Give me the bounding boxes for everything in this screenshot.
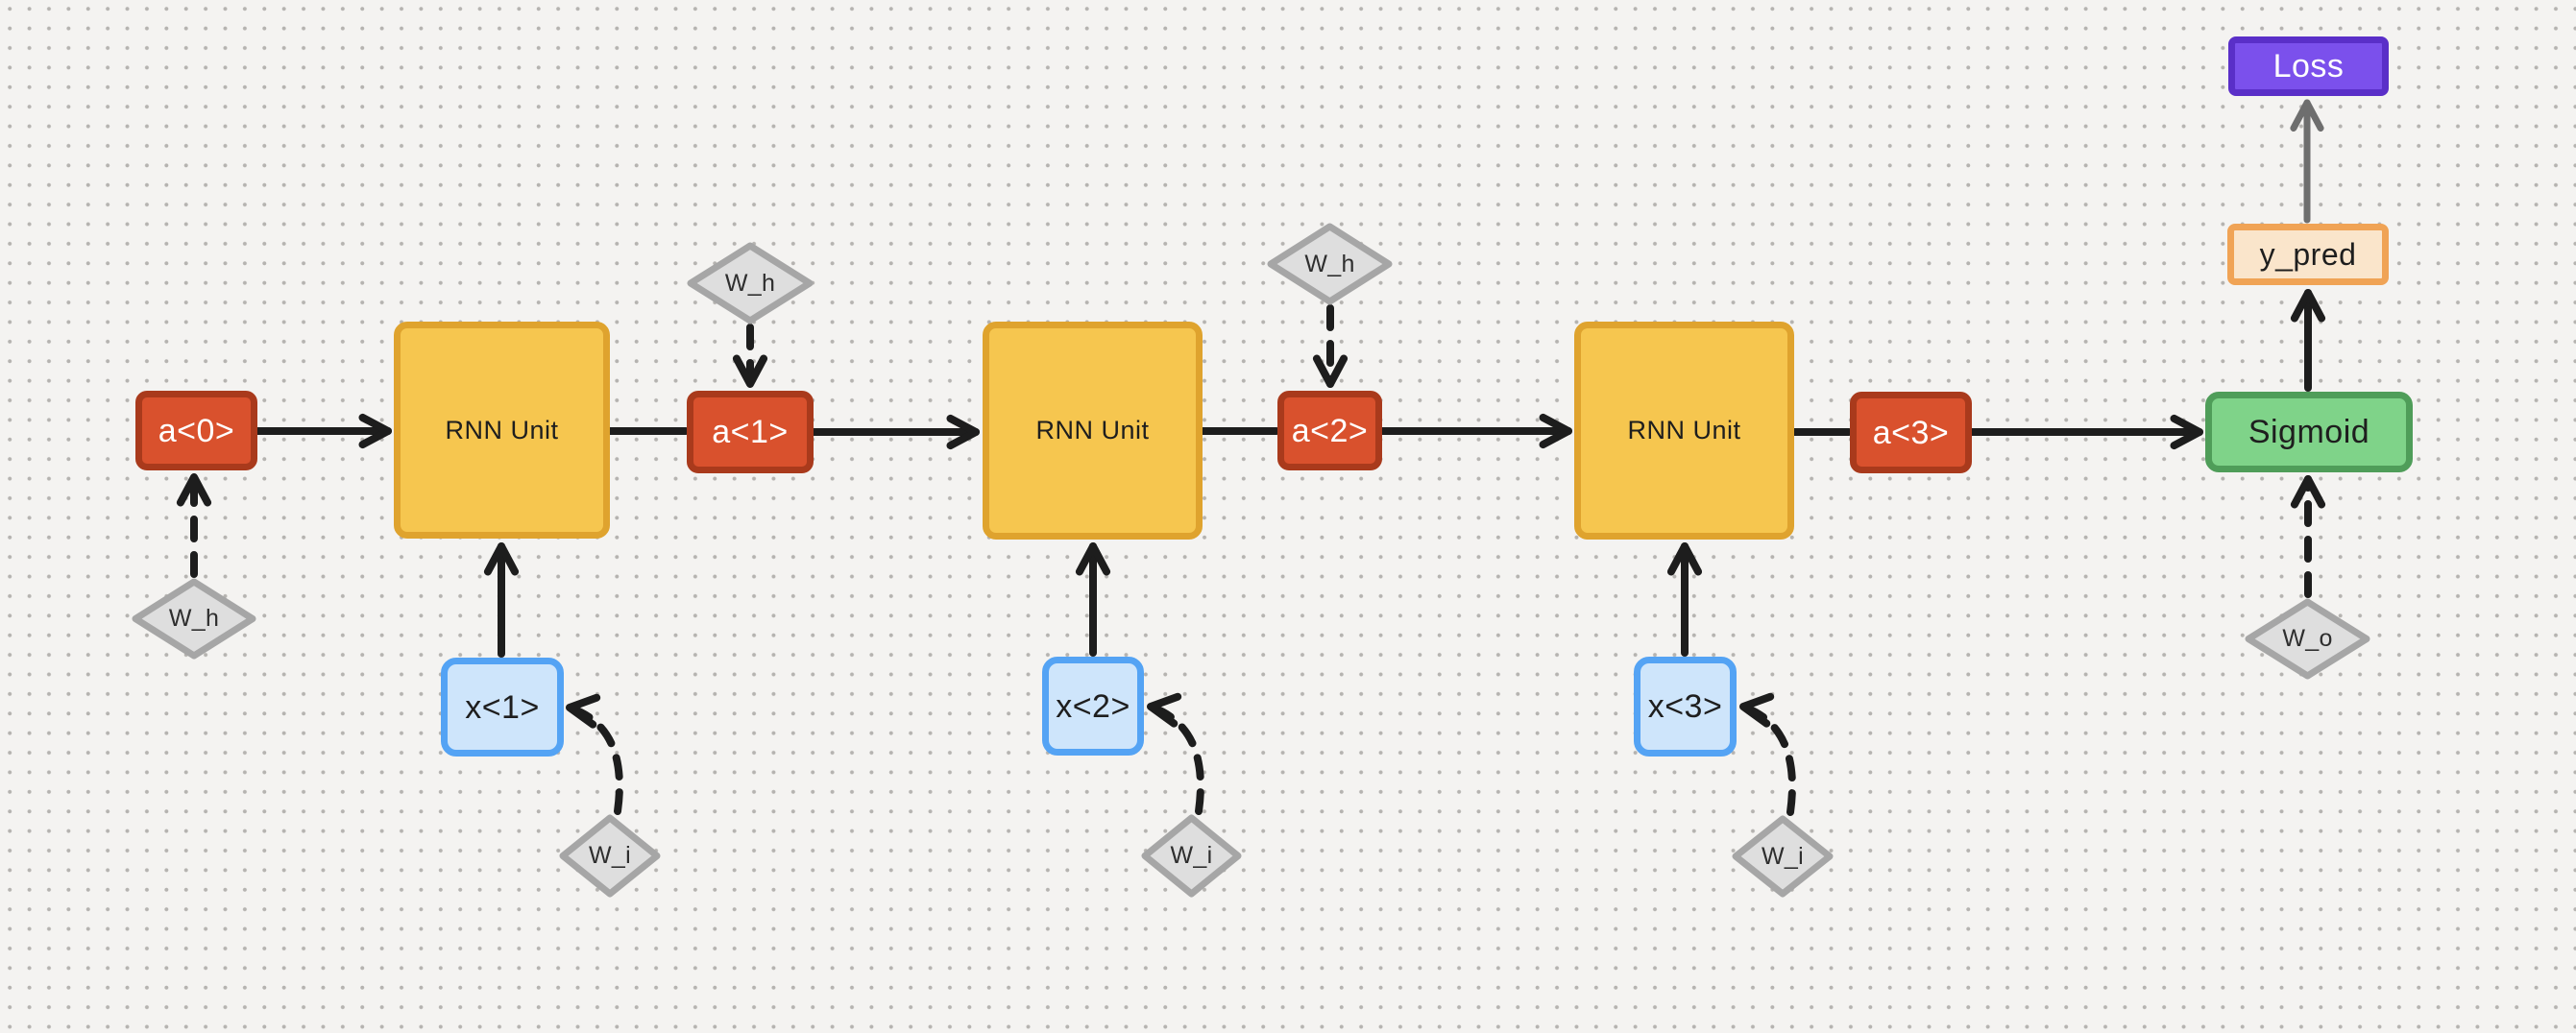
arrowhead-ypred-to-loss (2290, 99, 2324, 132)
node-rnn-unit-2-label: RNN Unit (1035, 416, 1150, 444)
arrowhead-x2-to-rnn2 (1075, 542, 1111, 576)
arrowhead-a1-to-rnn2 (946, 414, 980, 450)
arrowhead-wh2-to-a2 (1312, 354, 1349, 388)
arrowhead-wi3-to-x3 (1739, 692, 1775, 728)
node-weight-wi-2-label: W_i (1170, 842, 1213, 869)
arrowhead-wh1-to-a1 (732, 354, 768, 388)
node-input-x3-label: x<3> (1647, 688, 1723, 725)
node-state-a2[interactable]: a<2> (1277, 391, 1382, 470)
node-weight-wh-0-label: W_h (168, 605, 220, 632)
node-state-a2-label: a<2> (1291, 412, 1369, 449)
node-sigmoid[interactable]: Sigmoid (2205, 392, 2413, 472)
node-weight-wh-2-diamond-shape (1267, 223, 1393, 305)
node-y-pred[interactable]: y_pred (2227, 224, 2389, 285)
node-weight-wi-3[interactable]: W_i (1732, 815, 1834, 898)
node-weight-wi-3-label: W_i (1762, 842, 1804, 870)
node-loss[interactable]: Loss (2228, 36, 2389, 96)
node-y-pred-label: y_pred (2259, 237, 2357, 272)
node-weight-wi-1[interactable]: W_i (559, 814, 661, 898)
edge-wi3-to-x3[interactable] (1739, 703, 1796, 816)
arrowhead-sigmoid-to-ypred (2290, 289, 2326, 323)
node-weight-wo-label: W_o (2282, 625, 2333, 652)
arrowhead-wh0-to-a0 (176, 473, 212, 507)
node-input-x1[interactable]: x<1> (441, 658, 564, 757)
node-sigmoid-label: Sigmoid (2248, 414, 2370, 450)
node-weight-wh-2-label: W_h (1304, 250, 1355, 277)
node-weight-wi-2-diamond-shape (1141, 814, 1242, 898)
node-rnn-unit-3[interactable]: RNN Unit (1574, 322, 1794, 540)
node-rnn-unit-2[interactable]: RNN Unit (983, 322, 1203, 540)
node-state-a1-label: a<1> (712, 414, 789, 450)
node-rnn-unit-1-label: RNN Unit (445, 415, 559, 444)
arrowhead-wi1-to-x1 (566, 693, 601, 729)
node-rnn-unit-1[interactable]: RNN Unit (394, 322, 610, 539)
node-input-x2[interactable]: x<2> (1042, 657, 1144, 756)
node-weight-wh-0-diamond-shape (132, 578, 256, 660)
node-weight-wh-0[interactable]: W_h (132, 578, 256, 660)
node-input-x1-label: x<1> (465, 688, 540, 726)
node-state-a0-label: a<0> (158, 412, 235, 449)
node-weight-wh-2[interactable]: W_h (1267, 223, 1393, 305)
node-input-x3[interactable]: x<3> (1634, 657, 1737, 757)
arrowhead-a0-to-rnn1 (358, 413, 392, 449)
arrowhead-wi2-to-x2 (1147, 692, 1182, 728)
node-weight-wh-1-diamond-shape (687, 242, 814, 324)
arrowhead-x3-to-rnn3 (1666, 542, 1703, 576)
node-weight-wi-1-diamond-shape (559, 814, 661, 898)
node-weight-wh-1-label: W_h (724, 269, 776, 297)
arrowhead-a2-to-rnn3 (1539, 413, 1572, 449)
node-state-a1[interactable]: a<1> (687, 391, 814, 473)
node-input-x2-label: x<2> (1056, 687, 1130, 725)
node-weight-wh-1[interactable]: W_h (687, 242, 814, 324)
node-weight-wi-2[interactable]: W_i (1141, 814, 1242, 898)
arrowhead-wo-to-sigmoid (2290, 475, 2326, 509)
arrowhead-x1-to-rnn1 (483, 542, 520, 576)
edge-wi1-to-x1[interactable] (566, 704, 623, 815)
node-rnn-unit-3-label: RNN Unit (1627, 416, 1741, 444)
node-weight-wo-diamond-shape (2245, 598, 2370, 680)
arrowhead-a3-to-sigmoid (2170, 414, 2203, 450)
node-weight-wi-1-label: W_i (589, 842, 631, 869)
node-state-a0[interactable]: a<0> (135, 391, 257, 470)
node-weight-wo[interactable]: W_o (2245, 598, 2370, 680)
node-state-a3-label: a<3> (1872, 414, 1950, 451)
node-weight-wi-3-diamond-shape (1732, 815, 1834, 898)
node-loss-label: Loss (2272, 48, 2345, 84)
edge-wi2-to-x2[interactable] (1147, 703, 1204, 815)
node-state-a3[interactable]: a<3> (1850, 392, 1972, 473)
